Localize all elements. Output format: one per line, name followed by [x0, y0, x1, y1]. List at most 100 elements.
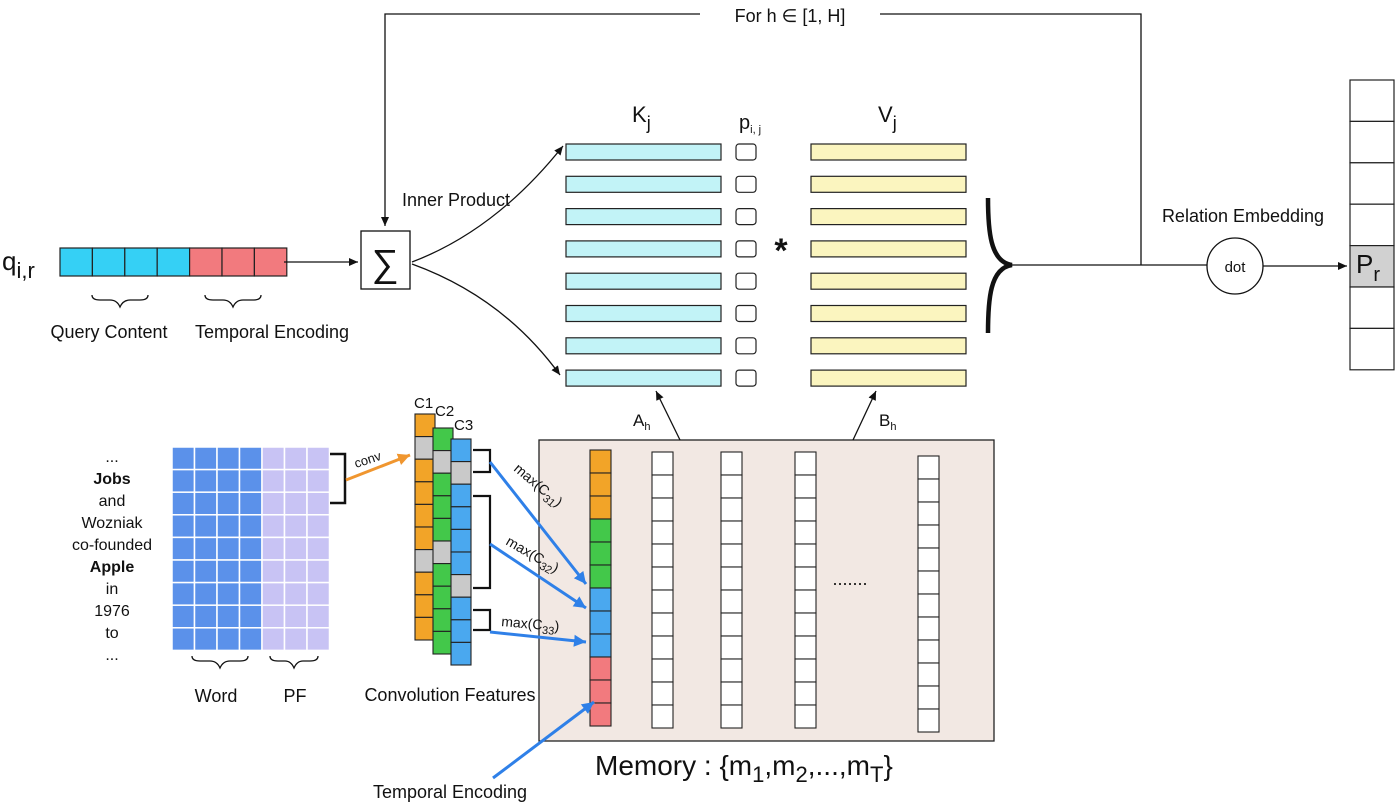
memory-slot-cell — [917, 501, 940, 526]
keys-subscript: j — [646, 113, 651, 133]
word-embedding-cell — [193, 446, 218, 471]
output-vector — [1349, 79, 1395, 371]
query-content-brace — [91, 294, 149, 309]
conv-pad-cell — [432, 450, 454, 474]
sentence-word: co-founded — [72, 537, 152, 554]
memory-slot-1-cell — [589, 587, 612, 612]
word-embedding-cell — [193, 627, 218, 652]
memory-slot-1-cell — [589, 633, 612, 658]
output-cell — [1349, 162, 1395, 205]
word-embedding-cell — [238, 627, 263, 652]
memory-slot-cell — [794, 681, 817, 706]
value-row — [810, 369, 967, 387]
memory-ellipsis: ....... — [832, 569, 867, 589]
memory-slot-1-cell — [589, 656, 612, 681]
word-embedding-cell — [193, 468, 218, 493]
memory-label: Memory : {m1,m2,...,mT} — [595, 750, 893, 787]
embedding-matrix — [171, 446, 331, 652]
conv-pad-cell — [414, 436, 436, 460]
pf-embedding-cell — [261, 491, 286, 516]
word-embedding-cell — [171, 491, 196, 516]
convolution-features-label: Convolution Features — [364, 685, 535, 705]
memory-slot-1-cell — [589, 472, 612, 497]
pf-embedding-cell — [283, 536, 308, 561]
sentence-word: ... — [105, 449, 118, 466]
probs-subscript: i, j — [750, 124, 761, 136]
pf-embedding-cell — [283, 581, 308, 606]
memory-slot-1-cell — [589, 610, 612, 635]
memory-slot-cell — [917, 662, 940, 687]
conv-c1-cell — [414, 616, 436, 641]
sum-to-keys-top-arrow — [411, 145, 564, 263]
loop-label: For h ∈ [1, H] — [735, 6, 846, 26]
keys-symbol: K — [632, 102, 647, 127]
temporal-brace — [204, 294, 262, 309]
maxpool-arrow-2 — [489, 542, 587, 610]
sentence-word: in — [106, 581, 118, 598]
word-embedding-cell — [171, 536, 196, 561]
pf-embedding-cell — [306, 491, 331, 516]
word-embedding-cell — [216, 491, 241, 516]
svg-text:Vj: Vj — [878, 102, 897, 133]
memory-slots — [589, 449, 940, 733]
prob-cell — [735, 175, 757, 193]
conv-c3-cell — [450, 438, 472, 463]
channel-label-c2: C2 — [435, 403, 454, 420]
word-embedding-cell — [171, 559, 196, 584]
sentence-word: Wozniak — [81, 515, 143, 532]
sum-brace — [985, 197, 1013, 334]
word-embedding-cell — [216, 559, 241, 584]
probs-symbol: p — [739, 112, 750, 134]
output-cell — [1349, 120, 1395, 164]
memory-slot-cell — [651, 635, 674, 660]
key-row — [565, 272, 722, 290]
memory-slot-cell — [720, 520, 743, 545]
bh-subscript: h — [890, 421, 896, 433]
word-embedding-cell — [171, 446, 196, 471]
pf-embedding-cell — [283, 559, 308, 584]
memory-slot-cell — [917, 547, 940, 572]
maxpool-arrow-3 — [489, 630, 587, 647]
channel-label-c3: C3 — [454, 417, 473, 434]
output-cell — [1349, 79, 1395, 123]
memory-slot-1-cell — [589, 564, 612, 589]
temporal-encoding-bottom-label: Temporal Encoding — [373, 782, 527, 802]
memory-slot-cell — [917, 616, 940, 641]
pf-embedding-cell — [306, 581, 331, 606]
word-embedding-cell — [216, 468, 241, 493]
memory-slot-cell — [917, 524, 940, 549]
channel-label-c1: C1 — [414, 395, 433, 412]
temporal-encoding-arrow — [492, 700, 595, 780]
prob-cell — [735, 304, 757, 323]
svg-text:Bh: Bh — [879, 411, 896, 433]
memory-slot-cell — [720, 658, 743, 683]
pf-embedding-cell — [261, 604, 286, 629]
key-row — [565, 369, 722, 387]
pf-embedding-cell — [306, 468, 331, 493]
word-embedding-cell — [216, 581, 241, 606]
pf-embedding-cell — [306, 604, 331, 629]
memory-slot-cell — [720, 704, 743, 729]
pf-embedding-cell — [306, 627, 331, 652]
word-embedding-cell — [238, 604, 263, 629]
key-row — [565, 175, 722, 193]
bh-symbol: B — [879, 411, 890, 430]
output-cell — [1349, 286, 1395, 330]
output-cell — [1349, 203, 1395, 247]
word-embedding-cell — [193, 536, 218, 561]
conv-window-bracket — [330, 452, 347, 505]
pf-embedding-cell — [261, 468, 286, 493]
memory-slot-cell — [917, 639, 940, 664]
memory-slot-cell — [794, 658, 817, 683]
memory-slot-cell — [794, 451, 817, 476]
word-embedding-cell — [171, 468, 196, 493]
memory-slot-1-cell — [589, 541, 612, 566]
multiply-icon: * — [774, 232, 788, 270]
prob-cell — [735, 143, 757, 161]
conv-c3-cell — [450, 551, 472, 576]
query-content-cell — [156, 247, 191, 277]
memory-slot-cell — [794, 566, 817, 591]
memory-slot-cell — [651, 474, 674, 499]
values-matrix — [810, 143, 967, 387]
query-temporal-cell — [253, 247, 288, 277]
